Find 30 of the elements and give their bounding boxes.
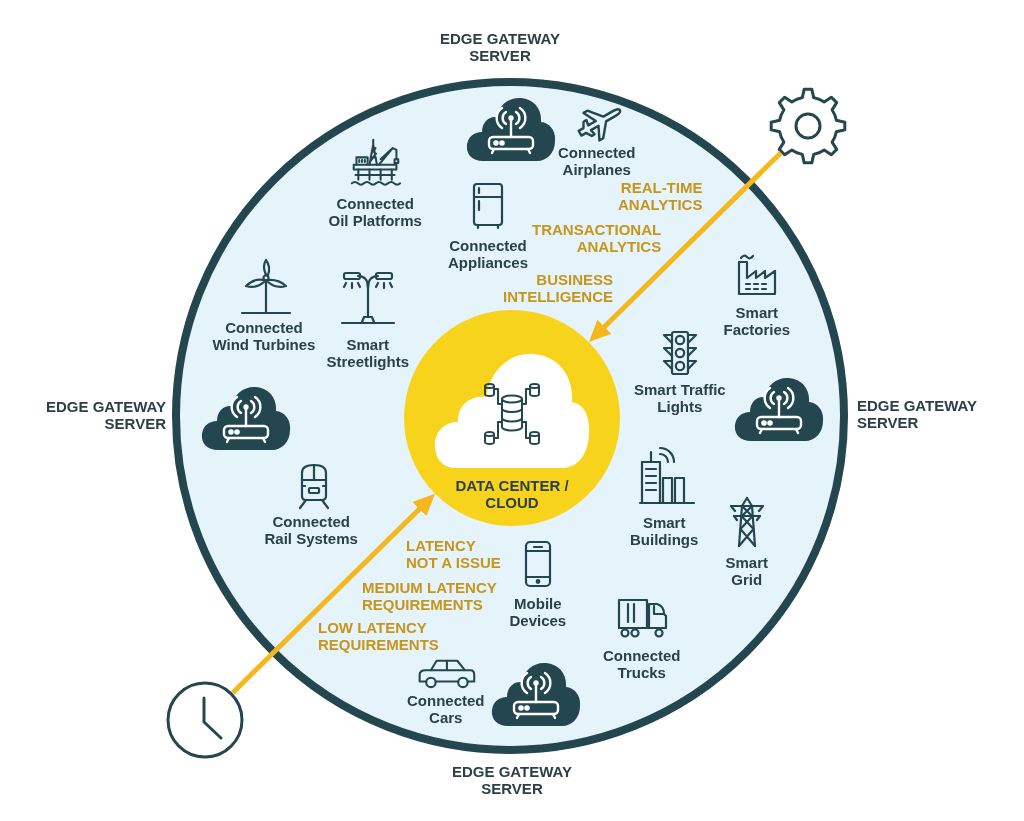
device-caption: Connected Trucks bbox=[603, 648, 681, 681]
gear-icon bbox=[768, 86, 848, 166]
arrow-annotation: REAL-TIME ANALYTICS bbox=[618, 180, 703, 213]
gateway-cloud bbox=[465, 95, 557, 163]
device-caption: Smart Streetlights bbox=[326, 337, 409, 370]
node-caption: EDGE GATEWAY SERVER bbox=[46, 399, 167, 432]
device-caption: Connected Appliances bbox=[448, 238, 529, 271]
device-caption: Connected Wind Turbines bbox=[212, 320, 316, 353]
device-caption: Smart Buildings bbox=[630, 515, 699, 548]
gateway-cloud bbox=[733, 375, 825, 443]
gateway-cloud bbox=[490, 660, 582, 728]
device-caption: Connected Oil Platforms bbox=[328, 196, 422, 229]
node-caption: EDGE GATEWAY SERVER bbox=[857, 398, 978, 431]
arrow-annotation: LATENCY NOT A ISSUE bbox=[406, 538, 501, 571]
device-caption: Smart Factories bbox=[723, 305, 791, 338]
arrow-annotation: TRANSACTIONAL ANALYTICS bbox=[532, 222, 662, 255]
node-caption: EDGE GATEWAY SERVER bbox=[452, 764, 573, 797]
node-label: DATA CENTER / CLOUD bbox=[455, 478, 569, 511]
device-caption: Connected Rail Systems bbox=[264, 514, 358, 547]
gateway-cloud bbox=[200, 384, 292, 452]
device-caption: Connected Cars bbox=[407, 693, 485, 726]
device-caption: Smart Traffic Lights bbox=[634, 382, 726, 415]
arrow-annotation: MEDIUM LATENCY REQUIREMENTS bbox=[362, 580, 497, 613]
device-caption: Mobile Devices bbox=[509, 596, 567, 629]
node-caption: EDGE GATEWAY SERVER bbox=[440, 31, 561, 64]
arrow bbox=[588, 150, 783, 343]
device-caption: Smart Grid bbox=[725, 555, 769, 588]
arrow bbox=[231, 493, 435, 695]
arrow-annotation: LOW LATENCY REQUIREMENTS bbox=[318, 620, 439, 653]
arrow-annotation: BUSINESS INTELLIGENCE bbox=[503, 272, 613, 305]
